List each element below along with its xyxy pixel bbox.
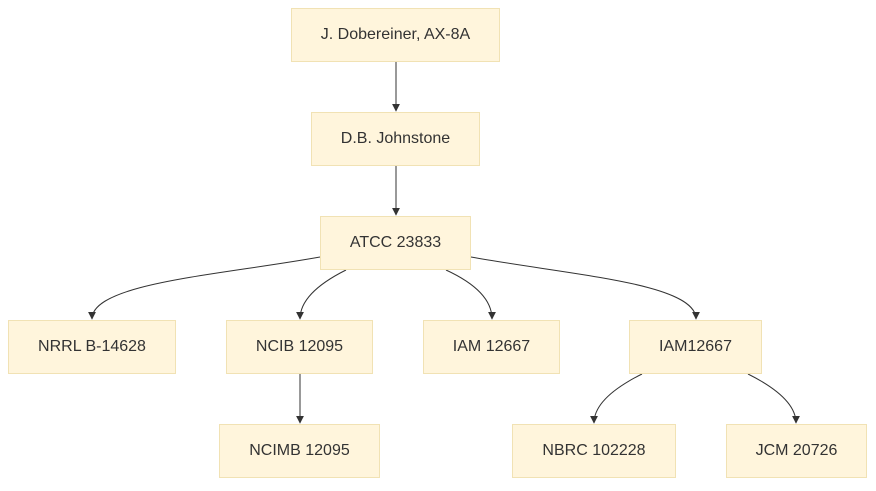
node-db-johnstone: D.B. Johnstone [311,112,480,166]
node-ncimb-12095: NCIMB 12095 [219,424,380,478]
edge-n3-n4 [88,256,321,320]
edge-n3-n7 [470,256,700,320]
node-label: J. Dobereiner, AX-8A [320,26,471,43]
edge-n3-n5 [296,269,347,320]
node-label: NCIB 12095 [255,338,344,355]
node-nbrc-102228: NBRC 102228 [512,424,676,478]
node-label: NCIMB 12095 [249,442,350,459]
edge-n3-n6 [445,269,496,320]
node-iam12667: IAM12667 [629,320,762,374]
node-j-dobereiner-ax-8a: J. Dobereiner, AX-8A [291,8,500,62]
node-ncib-12095: NCIB 12095 [226,320,373,374]
node-label: D.B. Johnstone [340,130,451,147]
edge-n7-n9 [590,373,643,424]
node-label: NRRL B-14628 [38,338,146,355]
node-label: IAM12667 [659,338,732,355]
node-jcm-20726: JCM 20726 [726,424,867,478]
node-nrrl-b-14628: NRRL B-14628 [8,320,176,374]
node-label: IAM 12667 [452,338,531,355]
node-iam-12667: IAM 12667 [423,320,560,374]
node-label: ATCC 23833 [349,234,442,251]
edge-n7-n10 [747,373,800,424]
node-atcc-23833: ATCC 23833 [320,216,471,270]
node-label: JCM 20726 [755,442,838,459]
node-label: NBRC 102228 [542,442,646,459]
